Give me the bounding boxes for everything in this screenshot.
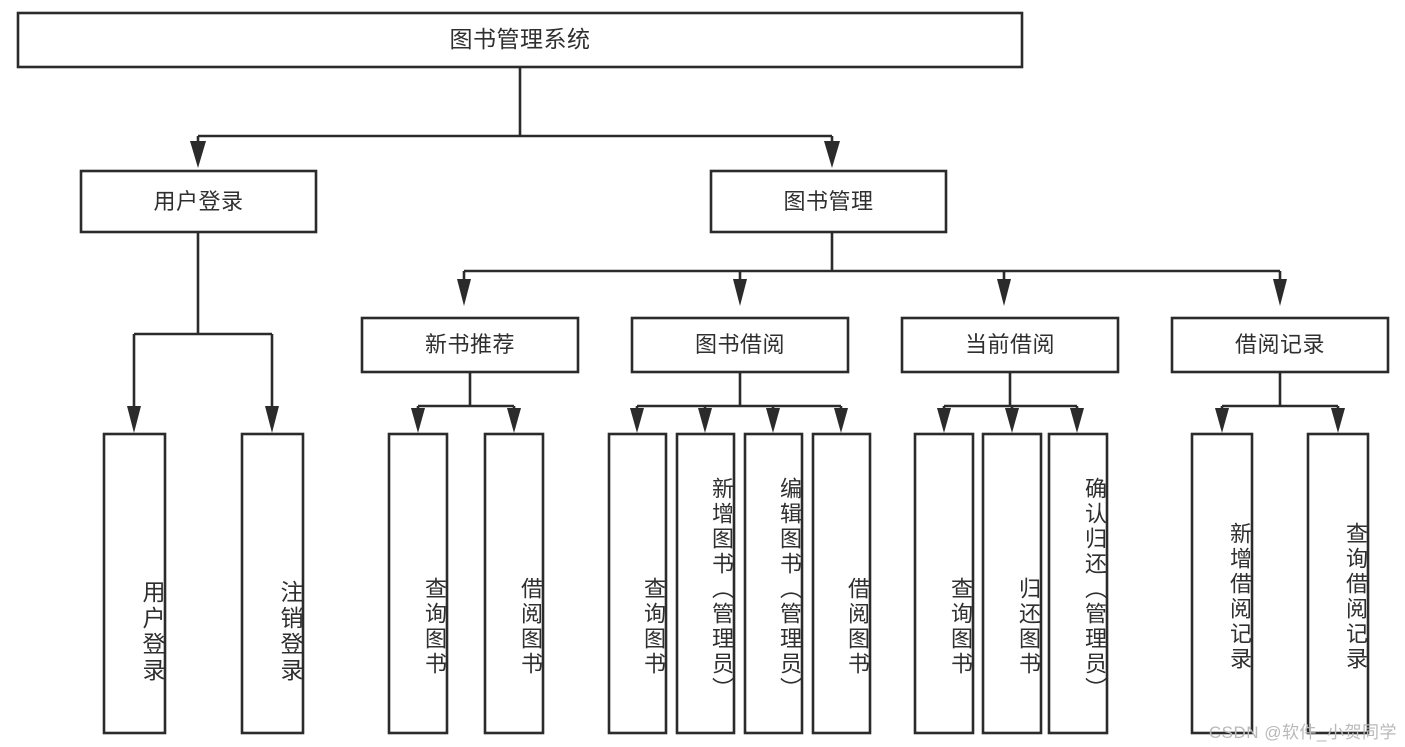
node-box-root[interactable] (16, 11, 1024, 69)
arrow-to-book-manage (824, 141, 840, 168)
connector-group-user-login (127, 232, 279, 433)
node-box-leaf-edit-book[interactable] (743, 432, 804, 735)
node-box-leaf-query-book-2[interactable] (607, 432, 668, 735)
arrow-to-leaf-edit-book (766, 408, 780, 433)
connector-group-book-borrow (630, 372, 848, 433)
node-box-current-borrow[interactable] (900, 316, 1120, 374)
arrow-to-leaf-borrow-book-1 (507, 408, 521, 433)
node-box-leaf-add-book[interactable] (675, 432, 736, 735)
arrow-to-leaf-return-book (1005, 408, 1019, 433)
node-box-book-borrow[interactable] (630, 316, 850, 374)
arrow-to-leaf-confirm-return (1070, 408, 1084, 433)
node-box-borrow-record[interactable] (1170, 316, 1390, 374)
arrow-to-leaf-user-logout (265, 406, 279, 433)
connector-group-current-borrow (937, 372, 1084, 433)
node-box-leaf-confirm-return[interactable] (1047, 432, 1109, 735)
arrow-to-new-book-rec (457, 279, 471, 306)
arrow-to-user-login (190, 141, 206, 168)
arrow-to-leaf-query-record (1331, 408, 1345, 433)
node-box-leaf-add-record[interactable] (1190, 432, 1254, 735)
node-box-leaf-query-book-3[interactable] (913, 432, 975, 735)
node-box-leaf-return-book[interactable] (981, 432, 1043, 735)
arrow-to-leaf-query-book-1 (411, 408, 425, 433)
node-box-book-manage[interactable] (709, 169, 948, 234)
node-box-user-login[interactable] (79, 169, 318, 234)
connector-group-new-book-rec (411, 372, 521, 433)
arrow-to-leaf-query-book-3 (937, 408, 951, 433)
connector-group-book-manage (457, 232, 1287, 306)
node-box-leaf-user-logout[interactable] (240, 432, 305, 735)
arrow-to-leaf-add-record (1215, 408, 1229, 433)
node-box-leaf-query-record[interactable] (1306, 432, 1370, 735)
node-box-leaf-borrow-book-1[interactable] (483, 432, 545, 735)
node-box-leaf-query-book-1[interactable] (387, 432, 449, 735)
arrow-to-leaf-add-book (698, 408, 712, 433)
node-box-leaf-user-login[interactable] (102, 432, 167, 735)
arrow-to-book-borrow (733, 279, 747, 306)
csdn-watermark: CSDN @软件_小贺同学 (1208, 723, 1397, 742)
connector-group-root (190, 67, 840, 168)
node-box-leaf-borrow-book-2[interactable] (811, 432, 872, 735)
arrow-to-leaf-query-book-2 (630, 408, 644, 433)
arrow-to-leaf-user-login (127, 406, 141, 433)
arrow-to-borrow-record (1273, 279, 1287, 306)
arrow-to-leaf-borrow-book-2 (834, 408, 848, 433)
connector-group-borrow-record (1215, 372, 1345, 433)
arrow-to-current-borrow (997, 279, 1011, 306)
node-box-new-book-rec[interactable] (360, 316, 580, 374)
